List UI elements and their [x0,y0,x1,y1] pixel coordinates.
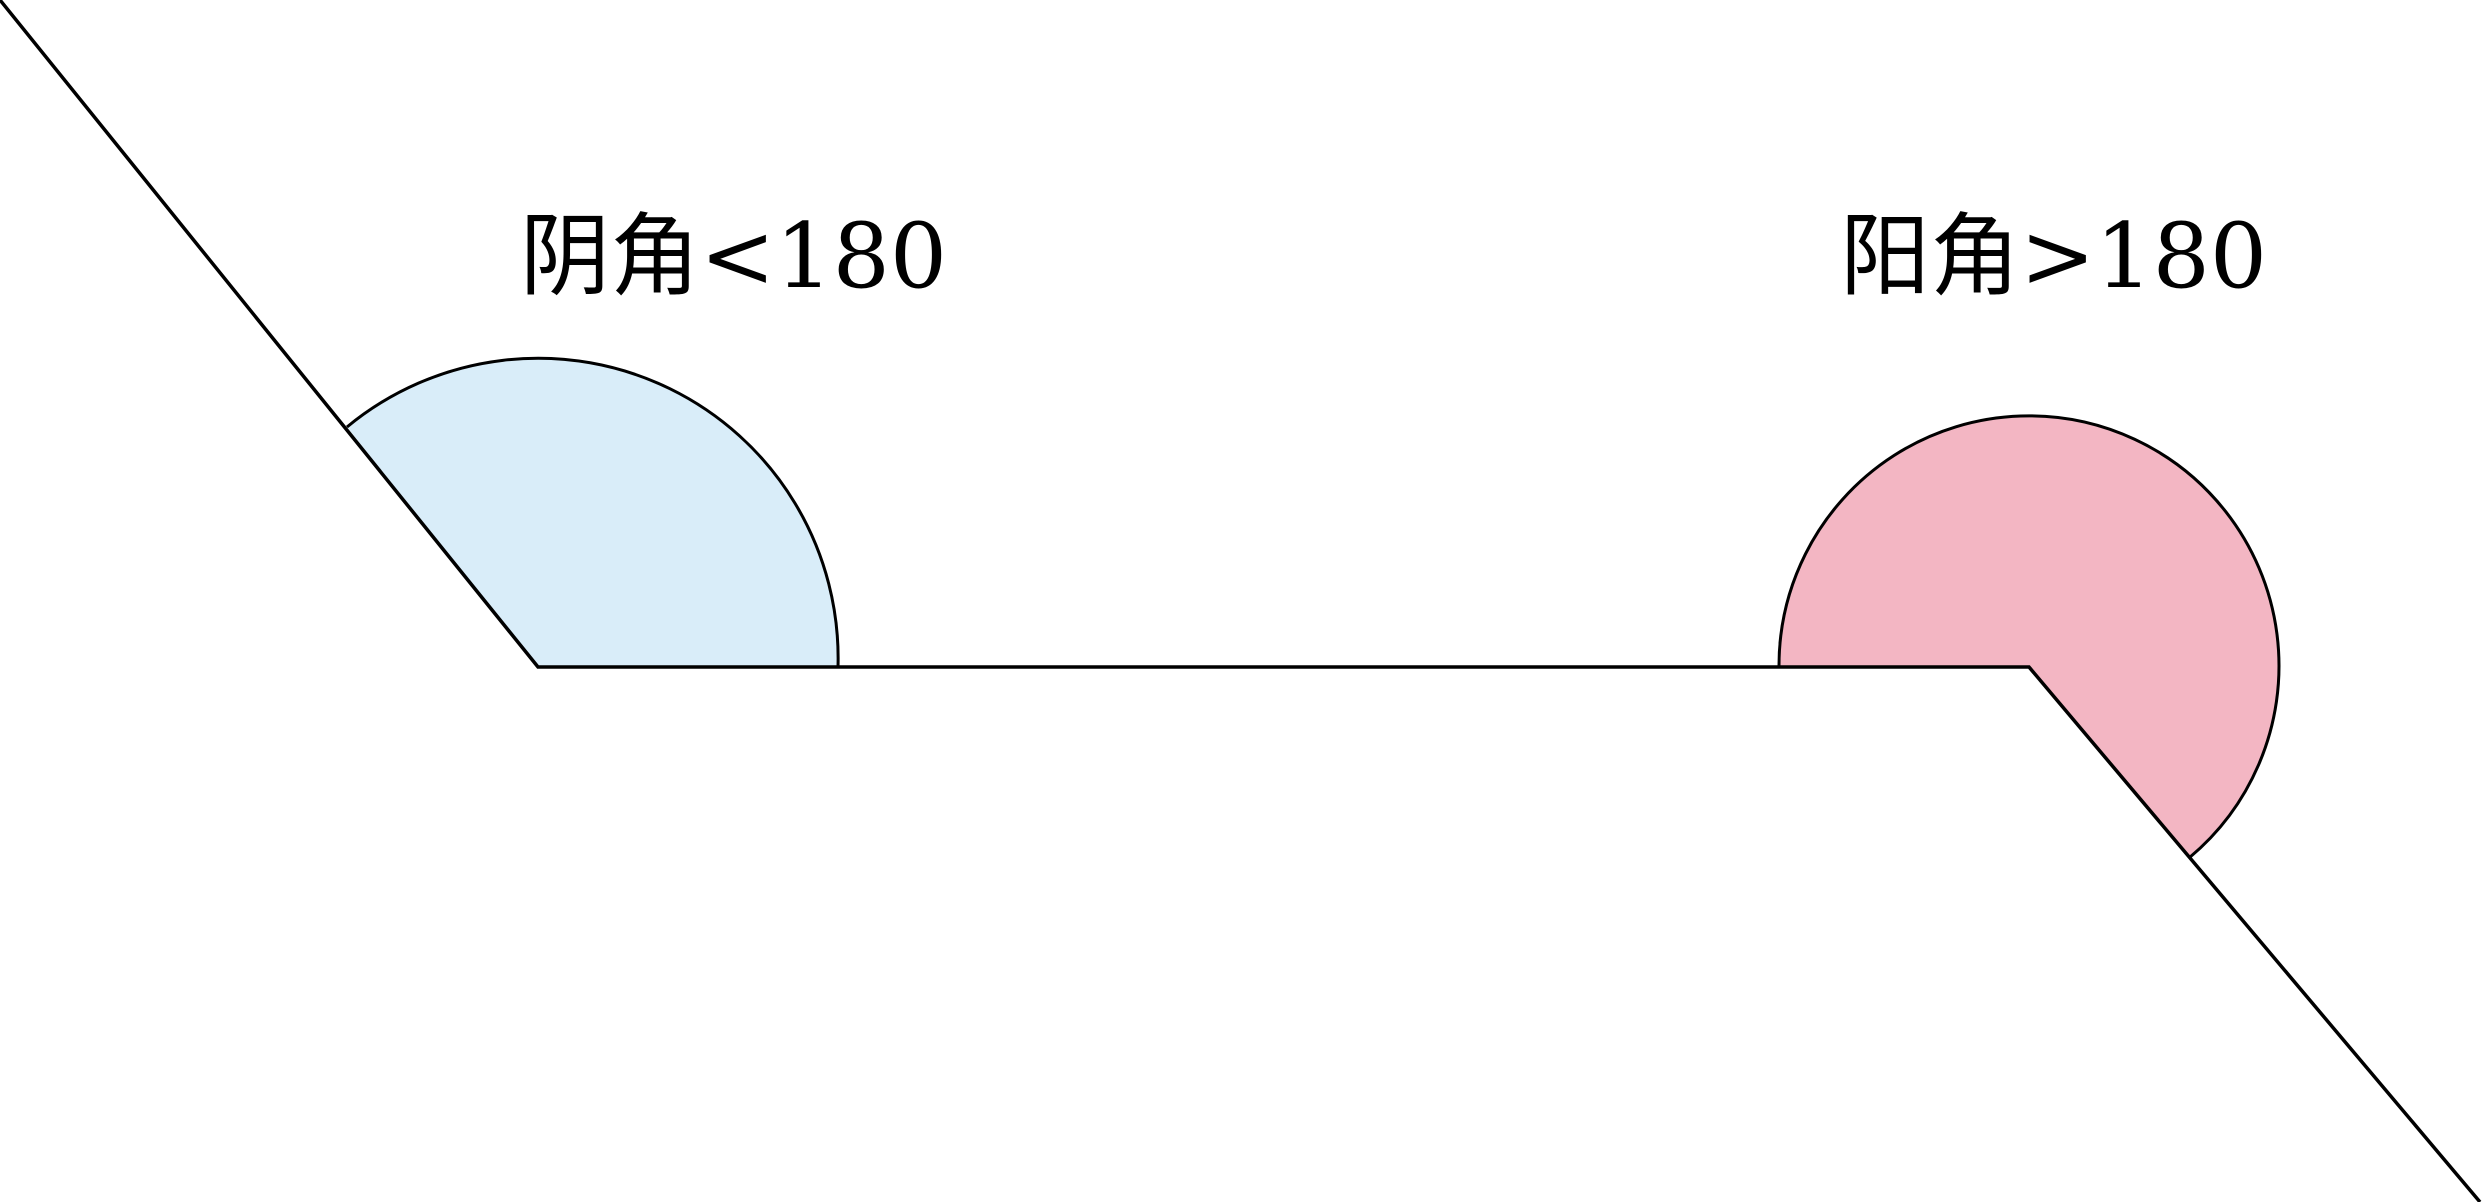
convex-angle-sector [1778,415,2279,858]
concave-angle-label: 阴角<180 [520,204,948,309]
convex-angle-arc [1777,414,2281,860]
concave-angle-sector [347,358,839,667]
convex-angle-label: 阳角>180 [1840,204,2268,309]
concave-angle-arc [346,356,840,668]
